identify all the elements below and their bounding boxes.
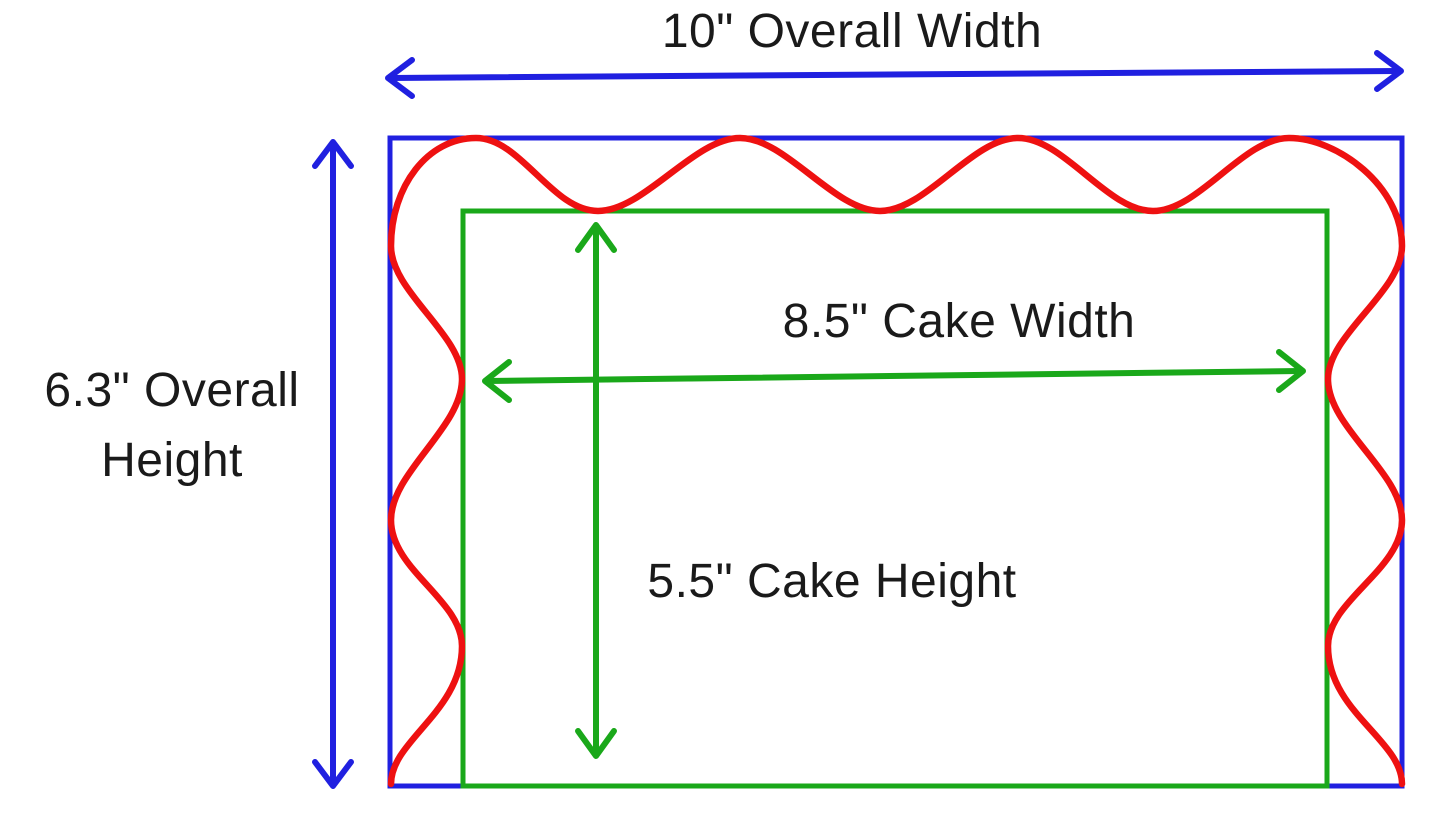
overall-board-outline (387, 135, 1405, 789)
overall-width-arrowhead-left (385, 57, 415, 99)
overall-width-arrow-shaft (387, 68, 1403, 81)
cake-width-arrowhead-left (482, 359, 512, 403)
overall-height-arrowhead-top (312, 139, 354, 169)
overall-height-label-line1: 6.3" Overall (44, 364, 300, 417)
overall-width-arrowhead-right (1374, 50, 1404, 92)
cake-width-label: 8.5" Cake Width (782, 295, 1136, 348)
cake-width-arrow-shaft (484, 368, 1303, 384)
overall-height-label-line2: Height (101, 434, 243, 487)
cake-width-arrow (482, 349, 1306, 403)
cake-height-label: 5.5" Cake Height (647, 555, 1017, 608)
cake-width-arrowhead-right (1276, 349, 1306, 393)
overall-width-arrow (385, 50, 1404, 99)
overall-height-arrowhead-bottom (312, 759, 354, 789)
cake-height-arrow (575, 222, 617, 759)
overall-width-label: 10" Overall Width (661, 5, 1043, 58)
cake-height-arrowhead-top (575, 222, 617, 253)
scallop-border (387, 134, 1406, 788)
cake-height-arrowhead-bottom (575, 728, 617, 759)
overall-height-arrow (312, 139, 354, 789)
overall-height-label: 6.3" Overall Height (44, 356, 299, 496)
